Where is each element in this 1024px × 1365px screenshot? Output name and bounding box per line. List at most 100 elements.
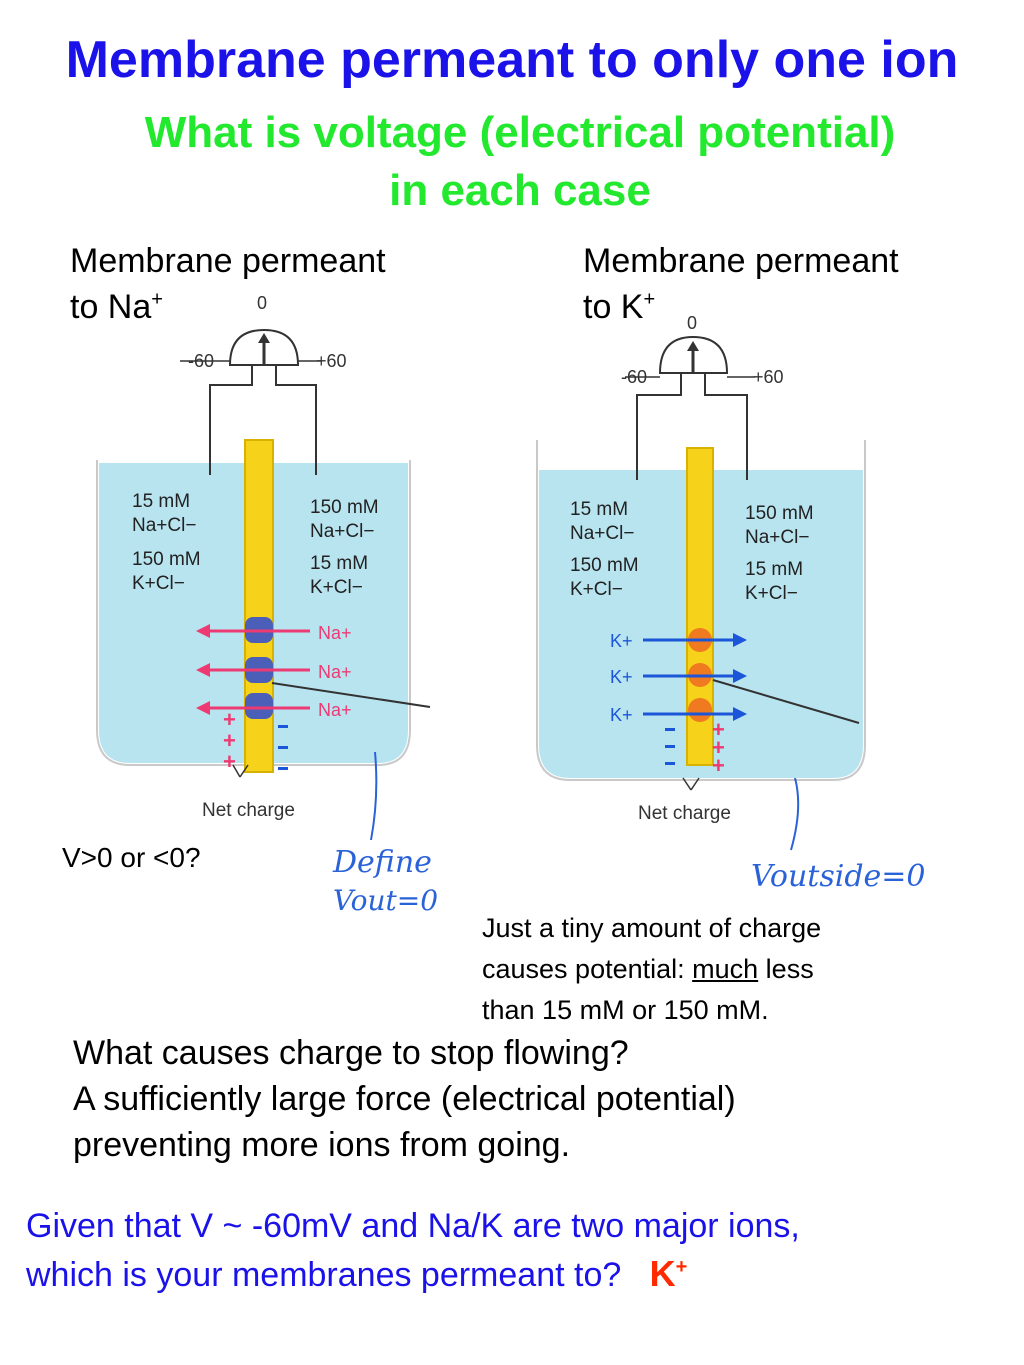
left-minus-charge-1: [278, 725, 288, 728]
left-handwriting-line-2: Vout=0: [333, 884, 438, 917]
left-heading-ion: to Na: [70, 288, 152, 326]
right-heading: Membrane permeant to K+: [583, 238, 899, 330]
right-net-charge-tick-2: [690, 777, 700, 791]
right-net-charge-label: Net charge: [638, 803, 731, 824]
left-plus-charge-1: +: [223, 707, 236, 732]
right-arrow-3-head: [733, 707, 747, 721]
left-ion-label-2: Na+: [318, 662, 352, 682]
right-plus-charge-3: +: [712, 753, 725, 778]
final-question-line-1: Given that V ~ -60mV and Na/K are two ma…: [26, 1207, 800, 1245]
left-membrane: [244, 439, 274, 773]
final-question-line-2: which is your membranes permeant to? K+: [26, 1250, 1016, 1299]
right-meter-zero: 0: [687, 313, 697, 333]
right-heading-ion: to K: [583, 288, 644, 326]
right-channel-3: [688, 698, 712, 722]
right-pointer-line: [712, 679, 860, 724]
page-subtitle: What is voltage (electrical potential) i…: [30, 104, 1010, 220]
right-meter-needle-tip: [687, 341, 699, 351]
left-handwritten-stroke: [370, 752, 378, 841]
right-electrode-left: [636, 373, 682, 480]
left-handwriting-line-1: Define: [332, 845, 432, 880]
right-minus-charge-1: [665, 728, 675, 731]
charge-note-line-2: causes potential: much less: [482, 949, 1002, 990]
right-ion-label-3: K+: [610, 705, 633, 725]
left-voltage-question: V>0 or <0?: [62, 842, 201, 873]
answer-sup: +: [675, 1256, 688, 1278]
right-ion-label-1: K+: [610, 631, 633, 651]
left-minus-charge-3: [278, 767, 288, 770]
right-minus-charge-2: [665, 745, 675, 748]
left-net-charge-label: Net charge: [202, 800, 295, 821]
right-conc-right-2: Na+Cl−: [745, 527, 809, 548]
left-minus-charge-2: [278, 746, 288, 749]
left-conc-right-2: Na+Cl−: [310, 521, 374, 542]
left-heading-line-2: to Na+: [70, 284, 386, 330]
charge-note-suffix: less: [758, 954, 814, 984]
right-conc-left-4: K+Cl−: [570, 579, 623, 600]
left-conc-left-4: K+Cl−: [132, 573, 185, 594]
left-handwritten-note: Define Vout=0: [332, 752, 438, 917]
left-plus-charge-3: +: [223, 749, 236, 774]
right-conc-left-3: 150 mM: [570, 555, 639, 576]
left-meter-plus: +60: [316, 351, 347, 371]
left-ion-label-3: Na+: [318, 700, 352, 720]
right-handwritten-note: Voutside=0: [751, 778, 926, 894]
left-conc-left-1: 15 mM: [132, 491, 190, 512]
charge-note-underlined: much: [692, 954, 759, 984]
right-heading-line-1: Membrane permeant: [583, 242, 899, 280]
stop-flow-text: What causes charge to stop flowing? A su…: [73, 1030, 1003, 1168]
stop-flow-line-3: preventing more ions from going.: [73, 1126, 571, 1164]
left-arrow-1-head: [196, 624, 210, 638]
left-conc-left-3: 150 mM: [132, 549, 201, 570]
left-net-charge-tick-2: [239, 764, 249, 778]
right-plus-charge-1: +: [712, 717, 725, 742]
answer-ion: K: [649, 1253, 676, 1294]
left-apparatus-diagram: 0 -60 +60 15 mM Na+Cl− 150 mM K+Cl− 150 …: [96, 293, 431, 821]
stop-flow-line-1: What causes charge to stop flowing?: [73, 1034, 629, 1072]
charge-note-line-3: than 15 mM or 150 mM.: [482, 995, 769, 1025]
subtitle-line-1: What is voltage (electrical potential): [144, 108, 896, 157]
left-arrow-3-head: [196, 701, 210, 715]
right-beaker-outline: [536, 440, 866, 781]
left-conc-right-3: 15 mM: [310, 553, 368, 574]
right-conc-left-1: 15 mM: [570, 499, 628, 520]
right-electrode-right: [704, 373, 748, 480]
right-handwritten-stroke: [790, 778, 800, 851]
left-heading: Membrane permeant to Na+: [70, 238, 386, 330]
left-net-charge-tick-1: [232, 764, 241, 778]
right-ion-label-2: K+: [610, 667, 633, 687]
right-conc-right-4: K+Cl−: [745, 583, 798, 604]
final-question: Given that V ~ -60mV and Na/K are two ma…: [26, 1203, 1016, 1299]
left-meter-zero: 0: [257, 293, 267, 313]
left-channel-3: [245, 693, 273, 719]
answer: K+: [650, 1253, 688, 1294]
charge-note: Just a tiny amount of charge causes pote…: [482, 908, 1002, 1031]
stop-flow-line-2: A sufficiently large force (electrical p…: [73, 1080, 736, 1118]
right-handwriting: Voutside=0: [751, 859, 926, 894]
left-conc-right-1: 150 mM: [310, 497, 379, 518]
right-heading-sup: +: [643, 288, 656, 311]
left-plus-charge-2: +: [223, 728, 236, 753]
left-meter-needle-tip: [258, 333, 270, 343]
right-meter-plus: +60: [753, 367, 784, 387]
final-question-text: which is your membranes permeant to?: [26, 1256, 622, 1294]
right-arrow-1-head: [733, 633, 747, 647]
right-heading-line-2: to K+: [583, 284, 899, 330]
right-net-charge-tick-1: [682, 777, 692, 791]
right-conc-right-1: 150 mM: [745, 503, 814, 524]
left-electrode-left: [209, 365, 253, 475]
right-conc-right-3: 15 mM: [745, 559, 803, 580]
subtitle-line-2: in each case: [389, 166, 651, 215]
charge-note-line-1: Just a tiny amount of charge: [482, 913, 822, 943]
page-title: Membrane permeant to only one ion: [65, 31, 959, 89]
right-apparatus-diagram: 0 -60 +60 15 mM Na+Cl− 150 mM K+Cl− 150 …: [536, 313, 866, 824]
right-arrow-2-head: [733, 669, 747, 683]
right-meter-minus: -60: [621, 367, 647, 387]
left-conc-right-4: K+Cl−: [310, 577, 363, 598]
left-heading-sup: +: [151, 288, 163, 311]
left-meter-minus: -60: [188, 351, 214, 371]
left-pointer-line: [271, 682, 431, 708]
right-plus-charge-2: +: [712, 735, 725, 760]
left-conc-left-2: Na+Cl−: [132, 515, 196, 536]
charge-note-prefix: causes potential:: [482, 954, 693, 984]
